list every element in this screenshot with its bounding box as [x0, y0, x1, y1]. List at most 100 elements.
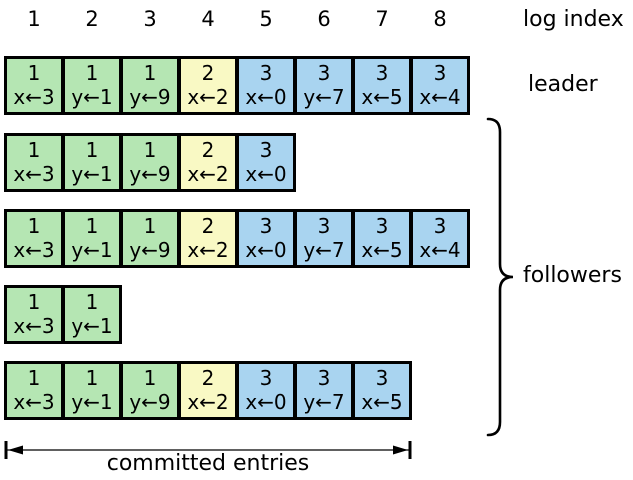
entry-term: 3 [259, 214, 273, 238]
entry-term: 3 [317, 214, 331, 238]
entry-command: x←5 [361, 85, 403, 109]
entry-term: 1 [143, 61, 157, 85]
entry-term: 3 [433, 61, 447, 85]
entry-command: y←9 [129, 85, 171, 109]
entry-command: x←0 [245, 238, 287, 262]
entry-term: 1 [143, 138, 157, 162]
entry-term: 1 [27, 214, 41, 238]
entry-term: 3 [317, 61, 331, 85]
entry-command: x←5 [361, 390, 403, 414]
entry-command: y←1 [71, 85, 113, 109]
entry-command: y←7 [303, 85, 345, 109]
entry-term: 3 [375, 366, 389, 390]
log-index-number: 2 [85, 7, 99, 31]
entry-command: x←0 [245, 390, 287, 414]
log-index-number: 3 [143, 7, 157, 31]
entry-command: x←5 [361, 238, 403, 262]
entry-term: 2 [201, 214, 215, 238]
entry-command: y←1 [71, 390, 113, 414]
entry-command: x←4 [419, 238, 461, 262]
entry-command: y←7 [303, 238, 345, 262]
entry-command: x←3 [13, 390, 55, 414]
entry-term: 1 [27, 61, 41, 85]
entry-command: x←3 [13, 85, 55, 109]
entry-term: 1 [85, 61, 99, 85]
entry-term: 2 [201, 61, 215, 85]
log-index-number: 7 [375, 7, 389, 31]
entry-command: x←3 [13, 238, 55, 262]
entry-term: 1 [85, 214, 99, 238]
entry-term: 3 [259, 138, 273, 162]
entry-term: 3 [433, 214, 447, 238]
entry-term: 3 [259, 366, 273, 390]
entry-command: x←4 [419, 85, 461, 109]
entry-term: 1 [27, 290, 41, 314]
log-index-number: 1 [27, 7, 41, 31]
entry-term: 1 [143, 366, 157, 390]
entry-command: x←3 [13, 162, 55, 186]
leader-label: leader [528, 72, 598, 97]
entry-command: y←1 [71, 162, 113, 186]
log-index-label: log index [523, 7, 624, 32]
entry-command: y←9 [129, 162, 171, 186]
log-index-number: 8 [433, 7, 447, 31]
entry-term: 3 [375, 214, 389, 238]
followers-label: followers [523, 263, 622, 288]
entry-command: x←2 [187, 85, 229, 109]
log-index-number: 4 [201, 7, 215, 31]
entry-term: 1 [143, 214, 157, 238]
entry-command: y←7 [303, 390, 345, 414]
log-index-number: 6 [317, 7, 331, 31]
entry-command: x←2 [187, 162, 229, 186]
entry-term: 1 [27, 138, 41, 162]
committed-entries-label: committed entries [106, 451, 310, 476]
entry-command: x←2 [187, 238, 229, 262]
entry-command: x←2 [187, 390, 229, 414]
entry-command: y←9 [129, 238, 171, 262]
entry-command: y←1 [71, 314, 113, 338]
entry-command: x←3 [13, 314, 55, 338]
entry-term: 1 [85, 290, 99, 314]
entry-term: 1 [27, 366, 41, 390]
entry-command: y←9 [129, 390, 171, 414]
entry-command: x←0 [245, 85, 287, 109]
entry-term: 2 [201, 138, 215, 162]
entry-term: 2 [201, 366, 215, 390]
entry-term: 1 [85, 138, 99, 162]
entry-term: 3 [375, 61, 389, 85]
entry-term: 3 [259, 61, 273, 85]
entry-command: y←1 [71, 238, 113, 262]
entry-term: 1 [85, 366, 99, 390]
